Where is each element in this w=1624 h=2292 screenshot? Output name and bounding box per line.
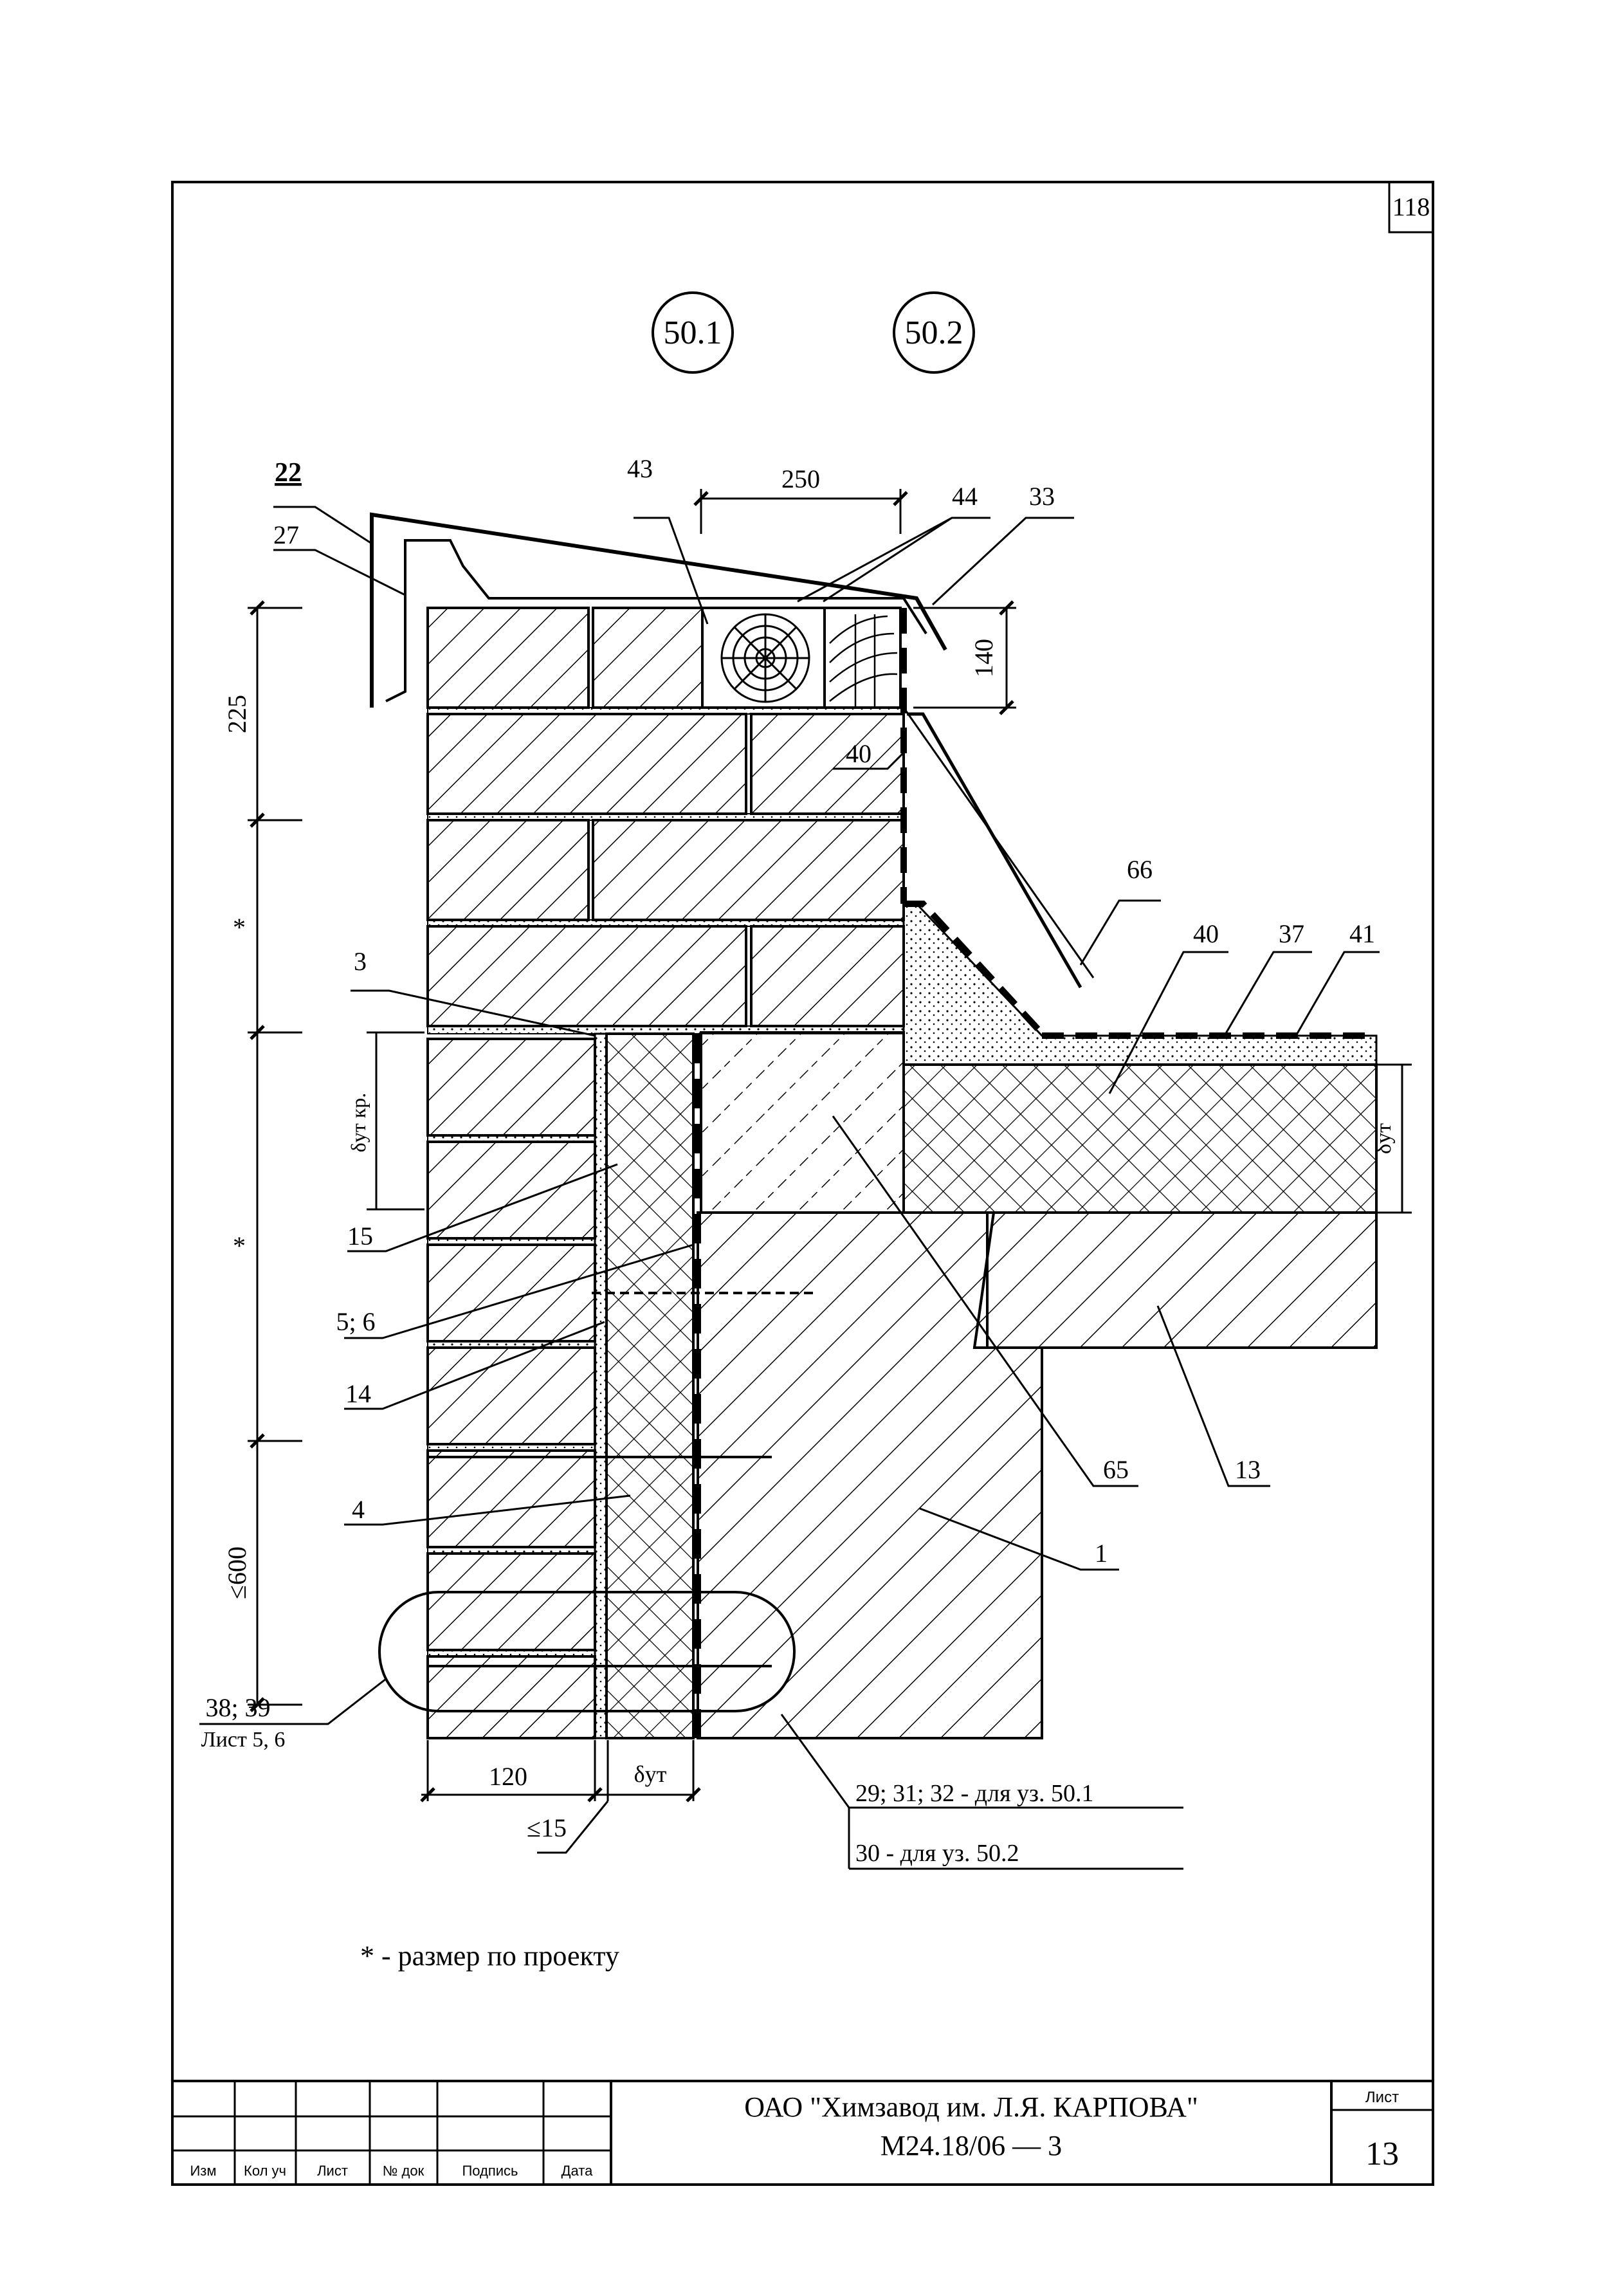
title-code: М24.18/06 — 3 [880,2130,1062,2161]
callout-22: 22 [275,458,302,488]
callout-41: 41 [1349,919,1375,948]
callout-29-31-32: 29; 31; 32 - для уз. 50.1 [855,1780,1094,1807]
dim-delta-ut-right: δут [1372,1123,1396,1154]
callout-27: 27 [273,520,299,549]
callout-40-top: 40 [846,739,871,768]
title-col-kol: Кол уч [244,2163,286,2179]
callout-37: 37 [1279,919,1304,948]
callout-1: 1 [1095,1539,1108,1568]
callout-4: 4 [352,1495,365,1524]
node-ref-50-2-circle [893,291,975,374]
title-org: ОАО "Химзавод им. Л.Я. КАРПОВА" [744,2091,1198,2123]
callout-5-6: 5; 6 [336,1307,375,1336]
wall-insulation [605,1032,695,1739]
title-col-doc: № док [383,2163,424,2179]
sheet-frame [171,181,1434,2186]
dim-delta-ut-kr: δут кр. [347,1093,370,1153]
leader-lines [199,506,1380,1870]
mastic-fan-icon [829,614,898,708]
roof-insulation [902,1063,1378,1214]
callout-30: 30 - для уз. 50.2 [855,1840,1019,1867]
wall-ties [428,1292,814,1667]
callout-65: 65 [1103,1455,1129,1484]
title-col-sign: Подпись [462,2163,518,2179]
note-text: * - размер по проекту [360,1940,619,1972]
dim-225: 225 [223,695,251,733]
dim-600: ≤600 [223,1546,251,1599]
callout-15: 15 [347,1222,373,1251]
flashing-apron-edge [902,707,1095,978]
roof-screed [902,903,1378,1066]
node-ref-50-1-circle [652,291,734,374]
flashing-apron [907,712,1082,989]
dimension-lines [248,489,1412,1801]
metal-coping [370,512,947,708]
callout-40: 40 [1193,919,1219,948]
title-col-list: Лист [317,2163,348,2179]
dim-star-lower: * [233,1231,246,1260]
callout-43: 43 [627,454,653,483]
dim-140: 140 [969,639,998,677]
callout-38-39-sub: Лист 5, 6 [201,1728,286,1752]
brick-masonry [426,607,905,1739]
dim-120: 120 [489,1762,527,1791]
title-col-izm: Изм [190,2163,216,2179]
coping-bracket [385,539,927,702]
corner-number: 118 [1392,192,1430,221]
round-seal-icon [720,613,810,703]
callout-33: 33 [1029,482,1055,511]
node-ref-50-1: 50.1 [664,315,722,351]
ventilation-gap [594,1032,608,1739]
title-sheet-number: 13 [1365,2136,1399,2172]
mastic-block [823,607,902,709]
callout-3: 3 [354,947,367,976]
concrete-infill [700,1031,905,1214]
dim-star-upper: * [233,913,246,942]
node-ref-50-2: 50.2 [905,315,963,351]
callout-44: 44 [952,482,978,511]
dim-250: 250 [781,464,820,493]
floor-slab [972,1211,1378,1349]
title-col-date: Дата [561,2163,593,2179]
corner-number-box [1388,181,1434,234]
dim-15: ≤15 [527,1813,567,1842]
title-sheet-label: Лист [1365,2089,1399,2106]
detail-capsule [378,1591,796,1712]
roof-flashing-slope [904,901,1048,1040]
callout-14: 14 [345,1379,371,1408]
callout-38-39: 38; 39 [205,1693,270,1722]
dim-delta-ut-bottom: δут [634,1761,667,1787]
callout-66: 66 [1127,855,1153,884]
title-block [172,2080,1433,2185]
callout-13: 13 [1235,1455,1261,1484]
dimension-ticks [250,491,1014,1802]
